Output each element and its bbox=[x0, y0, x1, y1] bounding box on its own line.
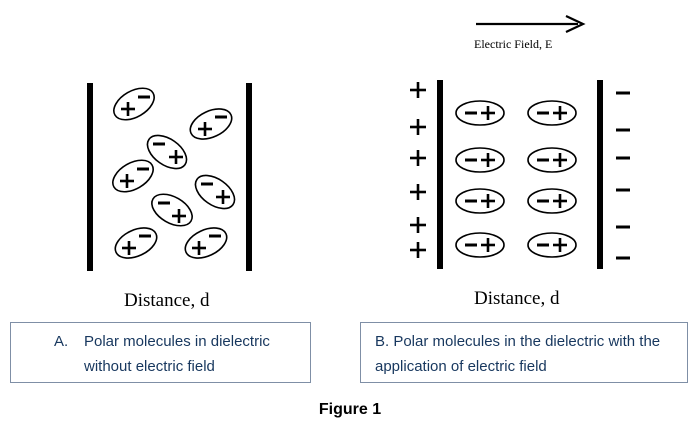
panel-a-molecules bbox=[112, 87, 236, 259]
polar-molecule bbox=[184, 227, 228, 259]
aligned-polar-molecule bbox=[455, 188, 505, 214]
panel-b-molecules bbox=[455, 100, 577, 258]
caption-box-a: A. Polar molecules in dielectric without… bbox=[10, 322, 311, 383]
polar-molecule bbox=[114, 227, 158, 259]
polar-molecule bbox=[112, 159, 154, 193]
panel-b-right-plate bbox=[597, 80, 603, 269]
panel-a-distance-label: Distance, d bbox=[124, 290, 210, 311]
caption-b-text: B. Polar molecules in the dielectric wit… bbox=[375, 333, 661, 375]
panel-b-left-plate bbox=[437, 80, 443, 269]
electric-field-label: Electric Field, E bbox=[474, 37, 552, 51]
aligned-polar-molecule bbox=[455, 147, 505, 173]
electric-field-arrow-icon bbox=[476, 15, 586, 33]
aligned-polar-molecule bbox=[527, 100, 577, 126]
caption-box-b: B. Polar molecules in the dielectric wit… bbox=[360, 322, 688, 383]
polar-molecule bbox=[113, 87, 155, 121]
figure-title: Figure 1 bbox=[318, 401, 382, 418]
aligned-polar-molecule bbox=[527, 232, 577, 258]
polar-molecule bbox=[194, 174, 236, 210]
panel-b-plate-charges bbox=[410, 82, 630, 260]
aligned-polar-molecule bbox=[527, 147, 577, 173]
caption-a-text: Polar molecules in dielectric without el… bbox=[84, 333, 270, 375]
aligned-polar-molecule bbox=[527, 188, 577, 214]
aligned-polar-molecule bbox=[455, 232, 505, 258]
polar-molecule bbox=[189, 108, 233, 140]
polar-molecule bbox=[151, 193, 193, 227]
panel-a-right-plate bbox=[246, 83, 252, 271]
caption-a-letter: A. bbox=[54, 333, 69, 350]
aligned-polar-molecule bbox=[455, 100, 505, 126]
panel-b-distance-label: Distance, d bbox=[474, 288, 560, 309]
panel-a-left-plate bbox=[87, 83, 93, 271]
